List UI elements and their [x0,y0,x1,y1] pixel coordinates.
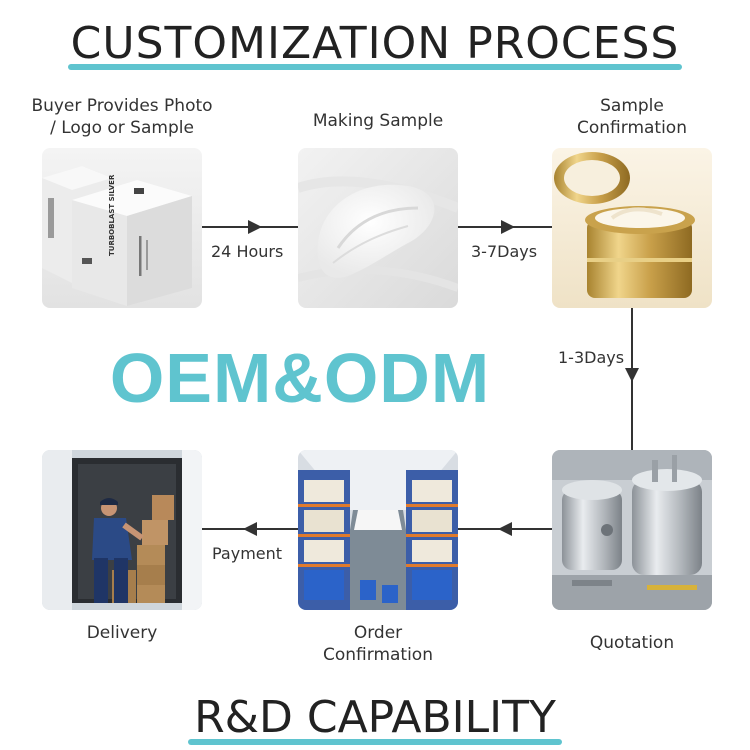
step-3-label: Sample Confirmation [532,95,732,139]
step-1-label-line1: Buyer Provides Photo [31,96,213,116]
warehouse-image [298,450,458,610]
footer-title: R&D CAPABILITY [194,692,556,743]
arrow-2-head-icon [501,220,515,234]
step-3-photo-cream-jar [552,148,712,308]
step-5-label-line1: Order [353,623,403,643]
step-6-label-line1: Delivery [86,623,158,643]
step-3-label-line2: Confirmation [577,118,687,138]
product-boxes-image: TURBOBLAST SILVER [42,148,202,308]
arrow-1-head-icon [248,220,262,234]
step-1-label: Buyer Provides Photo / Logo or Sample [22,95,222,139]
step-2-label: Making Sample [278,110,478,132]
arrow-5-head-icon [243,522,257,536]
step-1-photo-product-boxes: TURBOBLAST SILVER [42,148,202,308]
transition-1-label: 24 Hours [208,242,287,261]
title-underline [68,64,682,70]
step-4-label-line1: Quotation [589,633,675,653]
step-2-photo-cream-swatch [298,148,458,308]
mixing-tanks-image [552,450,712,610]
step-4-photo-mixing-tanks [552,450,712,610]
step-5-photo-warehouse [298,450,458,610]
transition-3-label: 1-3Days [555,348,628,367]
step-5-label: Order Confirmation [278,622,478,666]
cream-swatch-image [298,148,458,308]
step-2-label-line1: Making Sample [312,111,444,131]
transition-2-label: 3-7Days [468,242,541,261]
step-5-label-line2: Confirmation [323,645,433,665]
step-3-label-line1: Sample [600,96,664,116]
product-box-text: TURBOBLAST SILVER [108,174,116,256]
oem-odm-heading: OEM&ODM [109,339,491,417]
cream-jar-image [552,148,712,308]
arrow-4-head-icon [498,522,512,536]
step-4-label: Quotation [532,632,732,654]
step-6-label: Delivery [22,622,222,644]
step-6-photo-delivery-truck [42,450,202,610]
page-title: CUSTOMIZATION PROCESS [70,18,680,69]
footer-underline [188,739,562,745]
arrow-3-head-icon [625,368,639,382]
delivery-truck-image [42,450,202,610]
step-1-label-line2: / Logo or Sample [50,118,194,138]
transition-4-label: Payment [209,544,286,563]
